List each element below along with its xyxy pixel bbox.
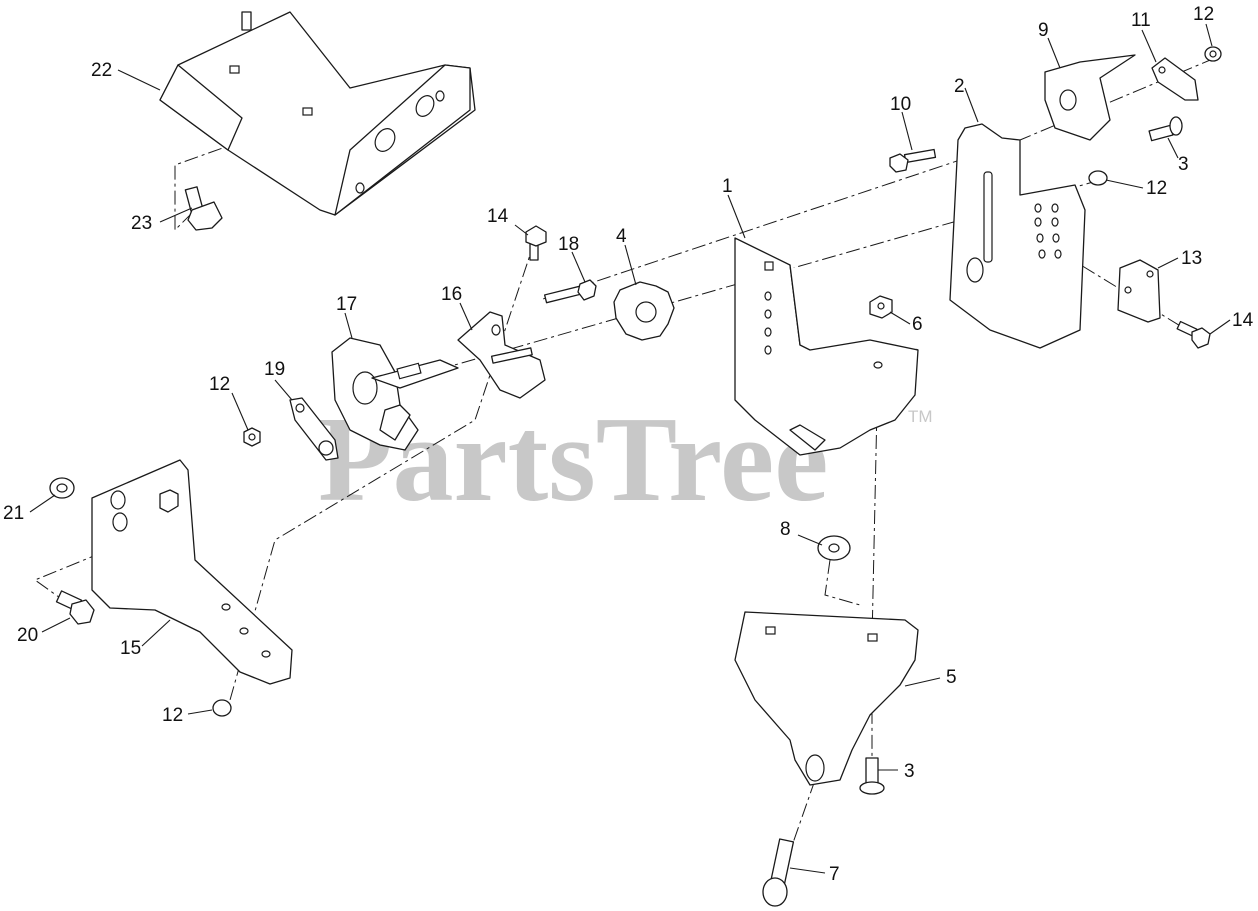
callout-19: 19 (264, 359, 285, 380)
part-12-washer-right (1088, 170, 1108, 186)
callout-7: 7 (829, 864, 840, 885)
part-14-bolt-upper (525, 225, 547, 261)
part-20-bolt (55, 590, 95, 625)
callout-3-upper: 3 (1178, 154, 1189, 175)
watermark-trademark: TM (908, 407, 933, 426)
callout-3-lower: 3 (904, 761, 915, 782)
part-23-bolt (184, 186, 223, 231)
callout-5: 5 (946, 667, 957, 688)
part-13-plate (1117, 259, 1161, 323)
part-4-star-knob (613, 281, 675, 341)
callout-10: 10 (890, 94, 911, 115)
part-10-bolt (889, 148, 937, 173)
part-3-bolt-lower (859, 757, 885, 795)
callout-18: 18 (558, 234, 579, 255)
part-22-bracket (159, 11, 476, 216)
callout-4: 4 (616, 226, 627, 247)
part-17-cam-lock (331, 337, 459, 451)
callout-21: 21 (3, 503, 24, 524)
part-21-flange-bolt (49, 477, 75, 499)
callout-15: 15 (120, 638, 141, 659)
callout-20: 20 (17, 625, 38, 646)
part-9-latch (1044, 54, 1136, 141)
part-1-main-bracket (734, 237, 919, 456)
part-18-bolt (543, 279, 597, 304)
callout-11: 11 (1131, 10, 1151, 31)
part-8-flange-nut (817, 535, 851, 561)
callout-12-top: 12 (1193, 4, 1214, 25)
callout-2: 2 (954, 76, 965, 97)
callout-1: 1 (722, 176, 733, 197)
callout-22: 22 (91, 60, 112, 81)
part-11-link (1151, 57, 1199, 101)
part-12-nut-lower (212, 699, 232, 717)
part-12-nut-top (1204, 46, 1222, 62)
callout-12-right: 12 (1146, 178, 1167, 199)
callout-14: 14 (487, 206, 509, 227)
callout-17: 17 (336, 294, 357, 315)
part-16-clevis (457, 311, 546, 399)
part-19-link (289, 397, 339, 461)
callout-16: 16 (441, 284, 462, 305)
callout-8: 8 (780, 519, 791, 540)
part-15-mounting-plate (91, 459, 293, 685)
callout-23: 23 (131, 213, 152, 234)
part-2-plate (949, 123, 1086, 349)
callout-6: 6 (912, 314, 923, 335)
part-5-lower-bracket (734, 611, 919, 786)
part-14-bolt-right (1176, 320, 1211, 349)
callout-14-right: 14 (1232, 310, 1254, 331)
callout-9: 9 (1038, 20, 1049, 41)
callout-leaders (29, 23, 1231, 874)
part-6-nut (869, 295, 893, 319)
part-3-bolt-upper (1148, 116, 1183, 142)
callout-13: 13 (1181, 248, 1202, 269)
callout-12-left: 12 (209, 374, 230, 395)
callout-12-lower: 12 (162, 705, 183, 726)
part-12-nut-left (243, 427, 261, 447)
part-7-pin (762, 838, 795, 907)
callout-labels: 22 23 14 18 4 1 2 9 11 12 10 3 12 13 14 … (3, 4, 1254, 885)
